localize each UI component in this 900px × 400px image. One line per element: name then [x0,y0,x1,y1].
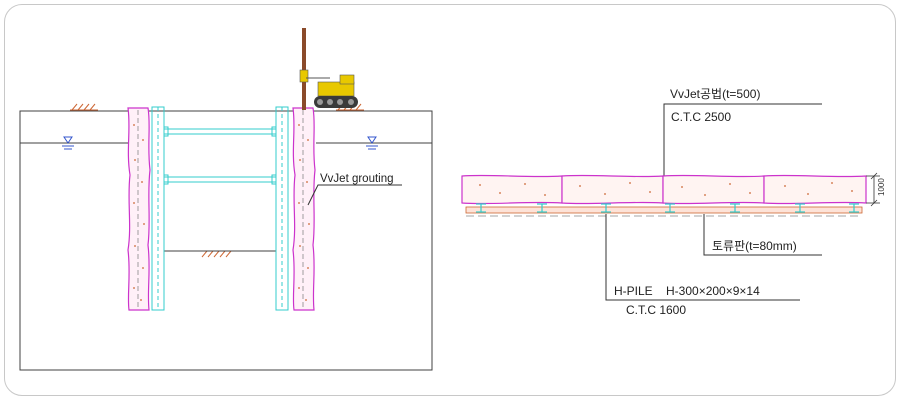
pile-label: H-PILE H-300×200×9×14 [614,284,760,298]
lagging-band [465,206,863,217]
grout-column-left [127,107,151,311]
grout-panels [461,174,867,205]
water-level-icon [62,136,74,150]
h-pile-left [151,106,165,311]
grouting-leader [307,184,402,206]
ground-boundary [19,110,433,371]
plan-view: VvJet공법(t=500) C.T.C 2500 1000 [461,87,886,317]
soil-hatch-icon [200,250,232,258]
method-leader [663,103,822,186]
strut-upper [163,126,277,137]
strut-lower [163,174,277,185]
dimension-1000 [866,172,880,207]
soil-hatch-icon [70,103,98,111]
pile-leader [605,214,800,301]
grouting-label: VvJet grouting [320,173,394,185]
drilling-rig-icon [299,28,358,110]
h-pile-right [275,106,289,311]
water-level-icon [366,136,378,150]
dimension-label: 1000 [877,178,886,196]
method-label: VvJet공법(t=500) [670,87,760,101]
h-pile-sections [476,203,859,213]
ctc-bottom-label: C.T.C 1600 [626,303,686,317]
grout-column-right [292,107,316,311]
lagging-leader [703,214,822,256]
lagging-label: 토류판(t=80mm) [712,239,797,253]
ctc-top-label: C.T.C 2500 [671,110,731,124]
section-view: VvJet grouting [19,28,433,371]
